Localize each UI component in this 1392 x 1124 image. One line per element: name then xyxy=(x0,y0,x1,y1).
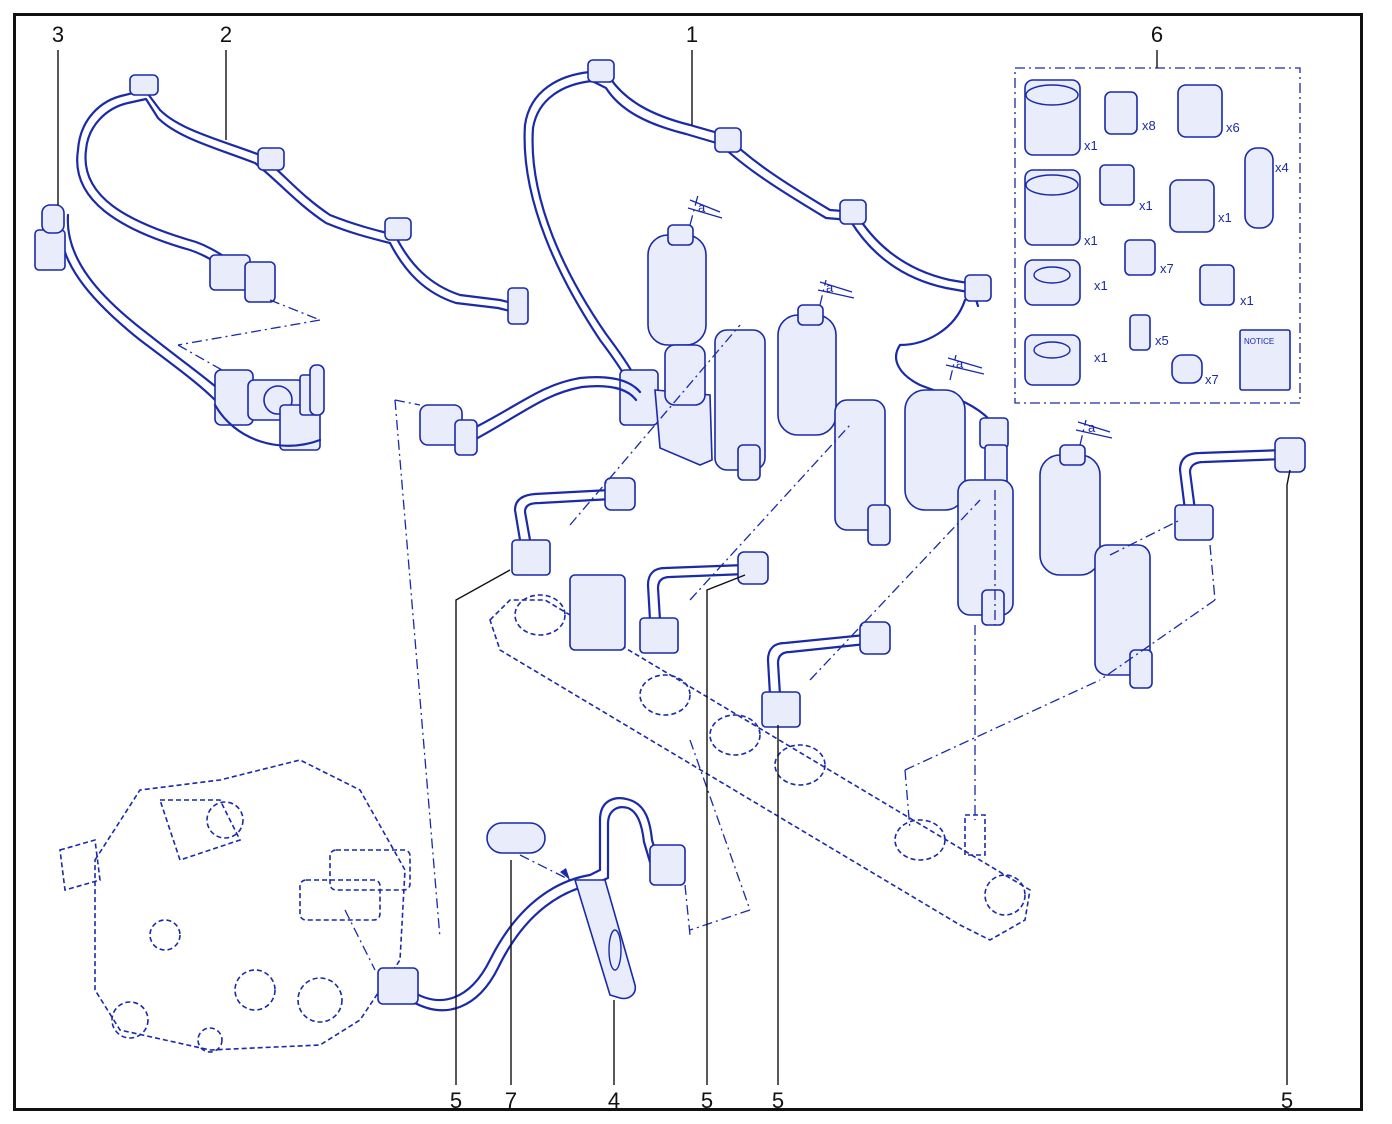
qty-label: x1 xyxy=(1218,210,1232,225)
notice-label: NOTICE xyxy=(1244,337,1274,346)
qty-label: x1 xyxy=(1240,293,1254,308)
injector-mark: a xyxy=(698,200,706,215)
qty-label: x1 xyxy=(1139,198,1153,213)
hp-pipe-1 xyxy=(511,324,741,576)
injector-mark: a xyxy=(956,356,964,371)
qty-label: x8 xyxy=(1142,118,1156,133)
qty-label: x4 xyxy=(1275,160,1289,175)
callout-5: 5 xyxy=(771,1088,785,1113)
injector-mark: a xyxy=(1088,420,1096,435)
part-3-harness xyxy=(34,204,325,451)
feed-line xyxy=(394,376,642,939)
qty-label: x7 xyxy=(1160,261,1174,276)
common-rail xyxy=(489,490,1101,941)
callout-5: 5 xyxy=(700,1088,714,1113)
callout-3: 3 xyxy=(51,22,65,47)
callout-2: 2 xyxy=(219,22,233,47)
injector-4 xyxy=(1039,419,1153,689)
qty-label: x1 xyxy=(1084,138,1098,153)
hp-pipe-4 xyxy=(1099,437,1306,681)
callout-5: 5 xyxy=(1280,1088,1294,1113)
qty-label: x1 xyxy=(1084,233,1098,248)
hp-pipe-3 xyxy=(761,499,981,728)
callout-1: 1 xyxy=(685,22,699,47)
callout-4: 4 xyxy=(607,1088,621,1113)
qty-label: x1 xyxy=(1094,278,1108,293)
part-2-return-line xyxy=(76,74,529,371)
injector-mark: a xyxy=(826,280,834,295)
qty-label: x1 xyxy=(1094,350,1108,365)
qty-label: x6 xyxy=(1226,120,1240,135)
injector-2 xyxy=(777,279,891,546)
injector-1 xyxy=(647,194,766,481)
injector-3 xyxy=(904,354,1014,626)
callout-7: 7 xyxy=(504,1088,518,1113)
qty-label: x7 xyxy=(1205,372,1219,387)
callout-6: 6 xyxy=(1150,22,1164,47)
part-7-sleeve xyxy=(486,822,571,881)
part-4-feed-pipe xyxy=(344,797,691,1012)
leader-lines xyxy=(57,50,1291,1085)
callout-5: 5 xyxy=(449,1088,463,1113)
hp-pump xyxy=(59,759,411,1053)
hp-pipe-2 xyxy=(639,424,851,654)
qty-label: x5 xyxy=(1155,333,1169,348)
part-6-seal-kit: NOTICE x1 x8 x6 x4 x1 x1 x1 x1 x7 x1 x1 … xyxy=(1014,67,1301,404)
